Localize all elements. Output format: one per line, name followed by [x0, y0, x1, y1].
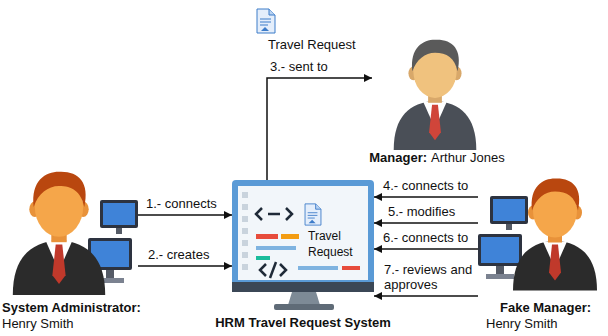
fake-manager-figure: Fake Manager:Henry Smith — [478, 165, 608, 334]
caption-block: Manager:Arthur Jones — [332, 150, 542, 166]
node-title: Travel Request — [268, 37, 348, 53]
caption-block: Travel Request — [268, 37, 348, 53]
arrow-connector — [374, 196, 478, 198]
system-monitor: Travel RequestHRM Travel Request System — [232, 180, 374, 312]
person-icon — [513, 178, 597, 290]
manager-figure: Manager:Arthur Jones — [372, 30, 500, 168]
admin-figure: System Administrator:Henry Smith — [0, 150, 138, 334]
edge-label: 7.- reviews and approves — [384, 262, 484, 292]
caption-block: Fake Manager:Henry Smith — [504, 300, 608, 332]
edge-label-box: 1.- connects — [146, 196, 217, 211]
caption-block: HRM Travel Request System — [192, 315, 414, 331]
node-subtitle: Henry Smith — [2, 316, 152, 332]
person-icon — [13, 172, 105, 295]
node-subtitle: Arthur Jones — [431, 150, 505, 166]
arrow-connector — [267, 78, 372, 180]
edge-label: 2.- creates — [148, 247, 209, 262]
edge-label-box: 7.- reviews and approves — [384, 262, 484, 292]
node-title: HRM Travel Request System — [192, 315, 414, 331]
edge-label-box: 4.- connects to — [383, 178, 468, 193]
arrow-connector — [374, 295, 478, 297]
edge-label: 5.- modifies — [388, 204, 455, 219]
node-title: Travel Request — [308, 228, 362, 260]
arrow-connector — [138, 265, 232, 267]
arrow-connector — [374, 222, 478, 224]
edge-label: 4.- connects to — [383, 178, 468, 193]
node-subtitle: Henry Smith — [486, 316, 604, 332]
node-title: Manager: — [369, 150, 427, 166]
edge-label-box: 2.- creates — [148, 247, 209, 262]
monitor-icon — [232, 180, 374, 310]
arrow-connector — [138, 214, 232, 216]
person-icon — [394, 40, 477, 150]
node-title: System Administrator: — [2, 300, 152, 316]
caption-block: Travel Request — [308, 228, 362, 260]
node-title: Fake Manager: — [500, 300, 604, 316]
arrow-connector — [374, 248, 478, 250]
edge-label-box: 5.- modifies — [388, 204, 455, 219]
document-node: Travel Request — [302, 202, 364, 262]
edge-label: 3.- sent to — [270, 59, 328, 74]
edge-label: 1.- connects — [146, 196, 217, 211]
edge-label-box: 6.- connects to — [383, 230, 468, 245]
caption-block: System Administrator:Henry Smith — [2, 300, 152, 332]
edge-label: 6.- connects to — [383, 230, 468, 245]
document-icon — [305, 204, 321, 225]
document-node: Travel Request — [252, 6, 347, 56]
edge-label-box: 3.- sent to — [270, 59, 328, 74]
document-icon — [257, 9, 275, 33]
